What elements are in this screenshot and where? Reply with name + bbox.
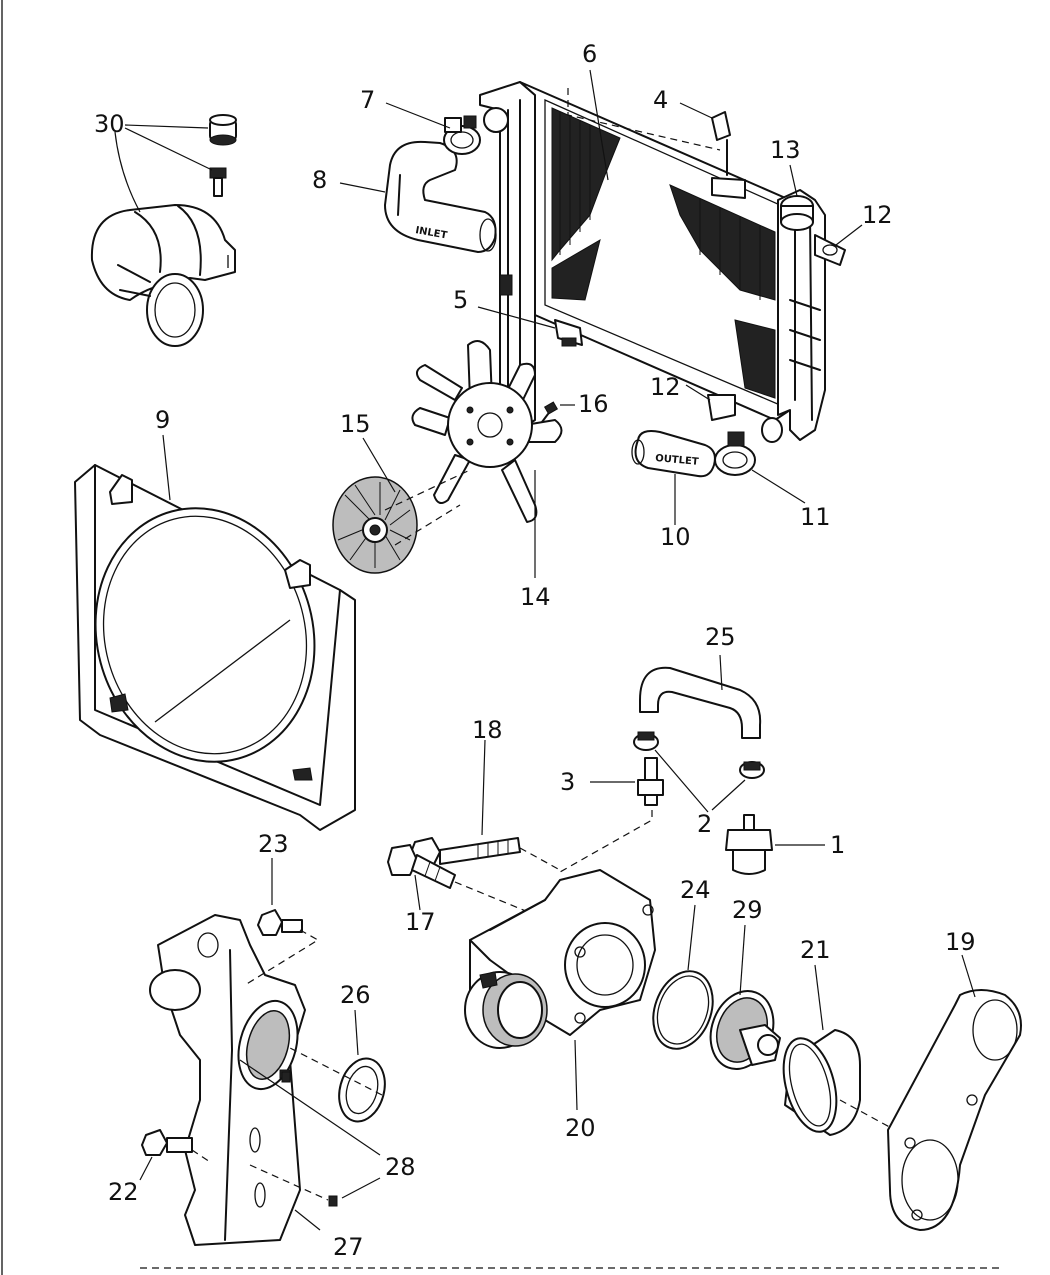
part-30-thermostat-elbow — [90, 204, 236, 347]
callout-9: 9 — [155, 406, 170, 434]
callout-16: 16 — [578, 390, 609, 418]
leader-8 — [339, 182, 386, 193]
leader-20 — [574, 1039, 578, 1111]
part-1-hose-fitting — [725, 814, 773, 875]
leader-11 — [751, 469, 806, 504]
part-16-fan-bolt — [541, 401, 559, 423]
leader-22 — [139, 1156, 153, 1181]
part-5-lower-mount-clip — [554, 319, 583, 347]
callout-5: 5 — [453, 286, 468, 314]
callout-7: 7 — [360, 86, 375, 114]
callout-3: 3 — [560, 768, 575, 796]
part-22-bolt — [141, 1129, 193, 1156]
leader-26 — [354, 1009, 359, 1056]
leader-24 — [687, 904, 696, 971]
callout-20: 20 — [565, 1114, 596, 1142]
part-30-bolt — [209, 167, 227, 197]
leader-27 — [294, 1209, 321, 1231]
part-17-short-bolt — [387, 844, 456, 889]
callout-26: 26 — [340, 981, 371, 1009]
part-9-fan-shroud — [74, 464, 356, 831]
callout-1: 1 — [830, 831, 845, 859]
callout-17: 17 — [405, 908, 436, 936]
callout-6: 6 — [582, 40, 597, 68]
callout-18: 18 — [472, 716, 503, 744]
callout-14: 14 — [520, 583, 551, 611]
bolt-23-dashed — [244, 929, 320, 986]
outlet-stamp: OUTLET — [655, 453, 699, 468]
callout-12-upper: 12 — [862, 201, 893, 229]
part-6-radiator — [479, 81, 846, 443]
leader-2 — [654, 749, 746, 813]
callout-19: 19 — [945, 928, 976, 956]
callout-2: 2 — [697, 810, 712, 838]
part-20-thermostat-housing — [464, 869, 656, 1049]
callout-29: 29 — [732, 896, 763, 924]
leader-9 — [162, 434, 171, 501]
callout-30: 30 — [94, 110, 125, 138]
leader-6 — [589, 69, 609, 181]
leader-25 — [719, 654, 723, 691]
part-4-upper-mount-clip — [711, 111, 746, 199]
part-15-fan-clutch — [332, 476, 418, 574]
callout-4: 4 — [653, 86, 668, 114]
callout-8: 8 — [312, 166, 327, 194]
part-2-hose-clamps — [633, 731, 765, 779]
part-25-bypass-hose — [639, 666, 762, 739]
gasket-dashed — [839, 1099, 896, 1131]
part-26-gasket-ring — [338, 1057, 386, 1123]
part-7-hose-clamp — [443, 115, 481, 155]
assembly-dashed-lines — [454, 810, 653, 926]
leader-28 — [239, 1059, 381, 1199]
part-27-water-outlet-bracket — [149, 914, 306, 1246]
part-30-plug — [209, 114, 237, 146]
leader-17 — [414, 874, 421, 911]
callout-10: 10 — [660, 523, 691, 551]
part-8-inlet-hose: INLET — [384, 140, 497, 253]
leader-29 — [739, 924, 746, 996]
callout-13: 13 — [770, 136, 801, 164]
leader-4-dashed — [567, 88, 721, 151]
part-3-temperature-sender — [637, 757, 664, 806]
callout-22: 22 — [108, 1178, 139, 1206]
leader-13 — [789, 164, 798, 197]
fan-mount-dashed — [384, 469, 471, 546]
callout-27: 27 — [333, 1233, 364, 1261]
part-11-hose-clamp — [714, 431, 756, 476]
callout-12-lower: 12 — [650, 373, 681, 401]
part-21-thermostat-seal — [782, 1029, 861, 1136]
leader-21 — [814, 964, 824, 1031]
part-23-bolt — [257, 909, 303, 936]
leader-5 — [477, 306, 556, 329]
pin-28-dashed — [249, 1164, 329, 1201]
leader-12-lower — [685, 384, 711, 401]
leader-7 — [385, 102, 451, 129]
leader-12-upper — [835, 224, 863, 246]
callout-25: 25 — [705, 623, 736, 651]
callout-24: 24 — [680, 876, 711, 904]
part-24-o-ring-inner — [656, 975, 710, 1045]
part-28-dowel-pins — [281, 1071, 338, 1207]
leader-19 — [961, 954, 976, 998]
part-29-thermostat — [709, 990, 781, 1070]
part-10-outlet-hose: OUTLET — [631, 430, 716, 478]
callout-23: 23 — [258, 830, 289, 858]
callout-11: 11 — [800, 503, 831, 531]
callout-28: 28 — [385, 1153, 416, 1181]
leader-15 — [362, 437, 396, 493]
leader-4 — [679, 102, 713, 119]
leader-30 — [114, 124, 213, 213]
part-24-o-ring — [652, 970, 714, 1050]
leader-18 — [481, 739, 486, 836]
part-19-gasket — [887, 989, 1022, 1231]
callout-21: 21 — [800, 936, 831, 964]
callout-15: 15 — [340, 410, 371, 438]
part-14-fan-blade — [411, 340, 563, 523]
gasket-26-dashed — [289, 1047, 383, 1096]
bolt-22-dashed — [191, 1149, 211, 1163]
